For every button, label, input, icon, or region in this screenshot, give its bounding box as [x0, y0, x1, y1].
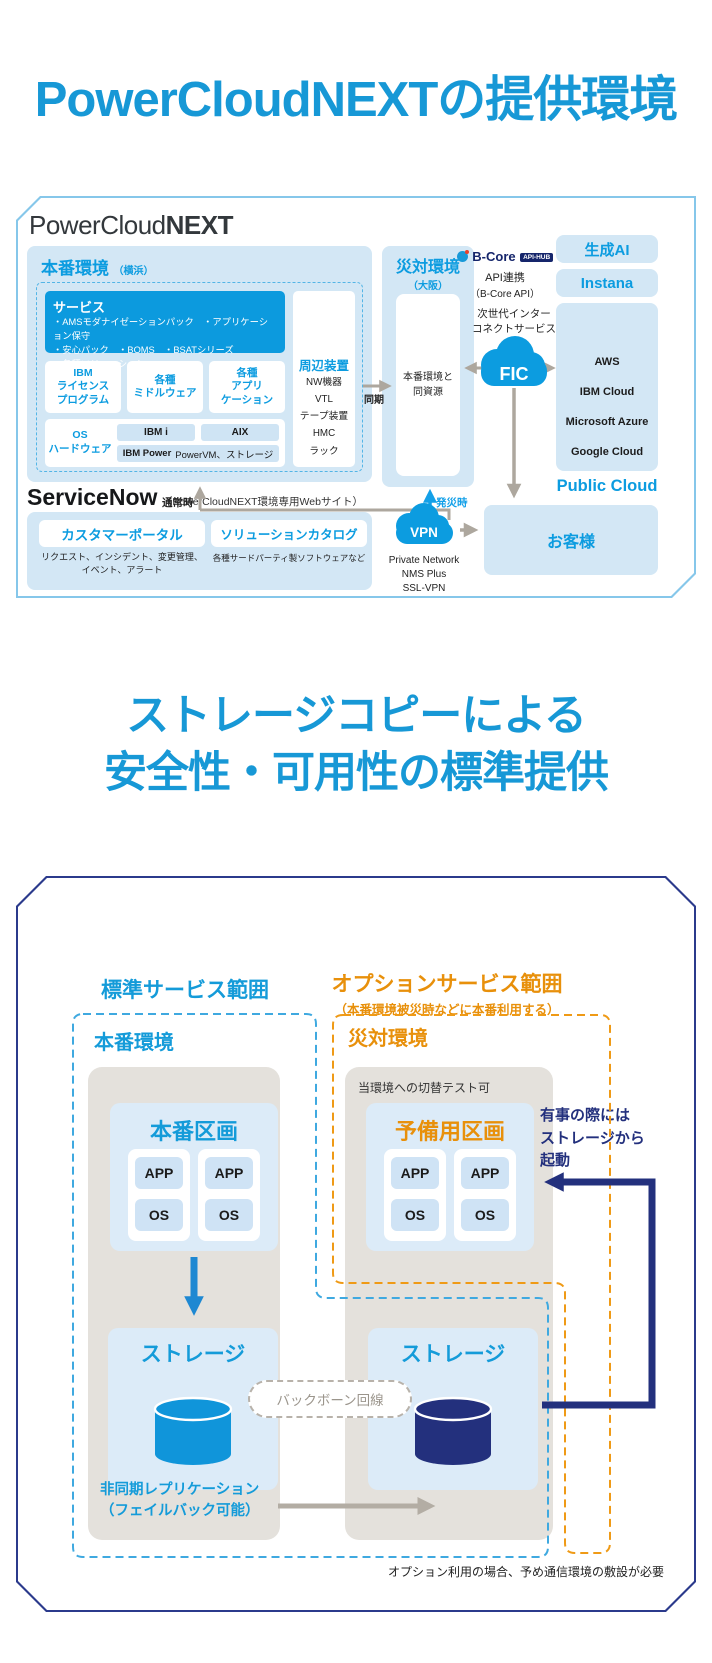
peripheral-items: NW機器 VTL テープ装置 HMC ラック	[293, 374, 355, 460]
powercloud-diagram: PowerCloudNEXT 本番環境 （横浜） サービス ・AMSモダナイゼー…	[16, 196, 696, 598]
dr-storage-cylinder-icon	[410, 1394, 496, 1468]
servicenow-brand: ServiceNow	[27, 484, 158, 510]
dr-storage-title: ストレージ	[400, 1343, 506, 1366]
spare-partition-title: 予備用区画	[394, 1119, 505, 1144]
backbone-line-label: バックボーン回線	[248, 1380, 412, 1418]
prod-env-heading: 本番環境 （横浜）	[41, 254, 153, 279]
powercloudnext-logo: PowerCloudNEXT	[29, 210, 233, 241]
api-hub-badge: API-HUB	[520, 253, 553, 262]
solution-catalog-group: ソリューションカタログ 各種サードパーティ製ソフトウェアなど	[211, 520, 367, 564]
prod-partition-box: 本番区画 APP OS APP OS	[110, 1103, 278, 1251]
app-chip: APP	[461, 1157, 509, 1189]
fic-caption: 次世代インター コネクトサービス	[472, 308, 556, 335]
servicenow-panel: カスタマーポータル リクエスト、インシデント、変更管理、 イベント、アラート ソ…	[27, 512, 372, 590]
cloud-google: Google Cloud	[570, 446, 644, 458]
normal-time-label: 通常時	[162, 497, 194, 509]
service-title: サービス	[53, 300, 106, 315]
customer-portal-box: カスタマーポータル	[39, 520, 205, 547]
bcore-api-label: （B-Core API）	[469, 289, 541, 300]
switch-test-note: 当環境への切替テスト可	[358, 1081, 491, 1095]
customer-portal-group: カスタマーポータル リクエスト、インシデント、変更管理、 イベント、アラート	[39, 520, 205, 576]
prod-column-2: APP OS	[198, 1149, 260, 1241]
sync-label: 同期	[364, 395, 384, 406]
bcore-block: B-Core API-HUB API連携 （B-Core API）	[448, 248, 562, 300]
option-scope-subtitle: （本番環境被災時などに本番利用する）	[334, 1003, 560, 1017]
os-hardware-box: OS ハードウェア IBM i AIX IBM Power PowerVM、スト…	[45, 419, 285, 467]
prod-storage-cylinder-icon	[150, 1394, 236, 1468]
app-chip: APP	[205, 1157, 253, 1189]
bcore-name: B-Core	[472, 249, 516, 264]
standard-scope-title: 標準サービス範囲	[101, 979, 269, 1002]
gen-ai-box: 生成AI	[556, 235, 658, 263]
dr-env-label: 災対環境	[348, 1028, 428, 1050]
prod-env-title: 本番環境	[41, 259, 109, 278]
peripheral-item: NW機器	[306, 377, 342, 388]
os-hardware-label: OS ハードウェア	[48, 429, 112, 455]
service-line2: ・安心パック ・BOMS ・BSATシリーズ	[53, 344, 234, 355]
solution-catalog-desc: 各種サードパーティ製ソフトウェアなど	[212, 553, 366, 563]
peripheral-item: テープ装置	[299, 411, 349, 423]
spare-partition-box: 予備用区画 APP OS APP OS	[366, 1103, 534, 1251]
storage-copy-diagram: 標準サービス範囲 オプションサービス範囲 （本番環境被災時などに本番利用する） …	[16, 876, 696, 1612]
prod-column-1: APP OS	[128, 1149, 190, 1241]
os-chip: OS	[391, 1199, 439, 1231]
logo-part1: PowerCloud	[29, 210, 166, 240]
spare-column-1: APP OS	[384, 1149, 446, 1241]
option-scope-heading: オプションサービス範囲 （本番環境被災時などに本番利用する）	[312, 968, 582, 1018]
option-scope-title: オプションサービス範囲	[331, 973, 563, 996]
disaster-time-label: 発災時	[436, 497, 468, 509]
cloud-azure: Microsoft Azure	[565, 416, 649, 428]
peripheral-title: 周辺装置	[298, 359, 349, 373]
app-chip: APP	[135, 1157, 183, 1189]
option-footnote: オプション利用の場合、予め通信環境の敷設が必要	[387, 1565, 664, 1579]
prod-partition-title: 本番区画	[149, 1119, 238, 1144]
public-cloud-box: AWS IBM Cloud Microsoft Azure Google Clo…	[556, 303, 658, 471]
service-line1: ・AMSモダナイゼーションパック ・アプリケーション保守	[53, 317, 269, 341]
os-chip: OS	[135, 1199, 183, 1231]
dr-env-panel: 災対環境 （大阪） 本番環境と 同資源	[382, 246, 474, 487]
ibm-license-box: IBM ライセンス プログラム	[45, 361, 121, 413]
middleware-box: 各種 ミドルウェア	[127, 361, 203, 413]
application-box: 各種 アプリ ケーション	[209, 361, 285, 413]
api-renkei-label: API連携	[485, 272, 525, 284]
powervm-label: PowerVM、ストレージ	[175, 449, 274, 461]
prod-env-panel: 本番環境 （横浜） サービス ・AMSモダナイゼーションパック ・アプリケーショ…	[27, 246, 372, 482]
dr-same-resource-box: 本番環境と 同資源	[396, 294, 460, 476]
peripheral-item: HMC	[312, 428, 336, 440]
dr-env-subtitle: （大阪）	[408, 281, 448, 292]
service-box: サービス ・AMSモダナイゼーションパック ・アプリケーション保守 ・安心パック…	[45, 291, 285, 353]
ibm-power-chip: IBM Power PowerVM、ストレージ	[117, 445, 279, 462]
public-cloud-label: Public Cloud	[556, 477, 658, 495]
spare-column-2: APP OS	[454, 1149, 516, 1241]
prod-env-label: 本番環境	[94, 1032, 174, 1054]
logo-part2: NEXT	[165, 210, 233, 240]
os-chip: OS	[205, 1199, 253, 1231]
cloud-ibm: IBM Cloud	[579, 386, 635, 398]
peripheral-box: 周辺装置 NW機器 VTL テープ装置 HMC ラック	[293, 291, 355, 467]
peripheral-item: VTL	[315, 394, 333, 406]
servicenow-note: （PowerCloudNEXT環境専用Webサイト）	[161, 496, 363, 508]
bcore-icon	[457, 251, 468, 262]
page-title: PowerCloudNEXTの提供環境	[34, 73, 679, 127]
emergency-boot-label: 有事の際には ストレージから 起動	[540, 1107, 645, 1169]
prod-env-subtitle: （横浜）	[113, 266, 154, 277]
prod-dashed-box: サービス ・AMSモダナイゼーションパック ・アプリケーション保守 ・安心パック…	[36, 282, 363, 472]
solution-catalog-box: ソリューションカタログ	[211, 520, 367, 547]
ibm-i-chip: IBM i	[117, 424, 195, 441]
app-chip: APP	[391, 1157, 439, 1189]
ibm-power-label: IBM Power	[122, 448, 172, 459]
prod-storage-title: ストレージ	[140, 1343, 246, 1366]
customer-box: お客様	[484, 505, 658, 575]
storage-copy-title: ストレージコピーによる 安全性・可用性の標準提供	[104, 692, 609, 797]
customer-portal-desc: リクエスト、インシデント、変更管理、 イベント、アラート	[41, 552, 203, 575]
aix-chip: AIX	[201, 424, 279, 441]
instana-box: Instana	[556, 269, 658, 297]
servicenow-heading: ServiceNow （PowerCloudNEXT環境専用Webサイト）	[27, 484, 363, 511]
peripheral-item: ラック	[309, 445, 339, 457]
vpn-network-lines: Private Network NMS Plus SSL-VPN	[388, 555, 460, 594]
dr-env-title: 災対環境	[395, 259, 460, 276]
replication-label: 非同期レプリケーション （フェイルバック可能）	[100, 1482, 260, 1520]
os-chip: OS	[461, 1199, 509, 1231]
cloud-aws: AWS	[594, 356, 620, 368]
